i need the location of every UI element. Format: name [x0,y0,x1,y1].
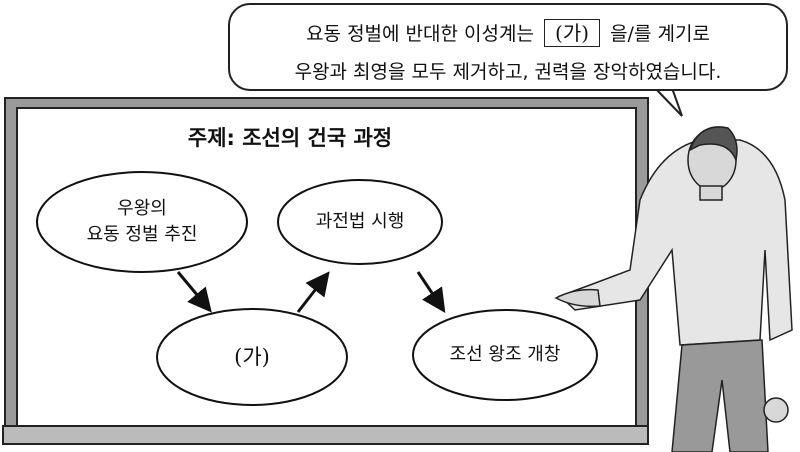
node-ellipse-1 [36,171,248,273]
blank-box-ga: (가) [544,19,601,47]
node-1-line-1: 우왕의 [117,198,167,219]
speech-line-1: 요동 정벌에 반대한 이성계는 (가) 을/를 계기로 [230,19,786,47]
arrow-3 [416,271,446,313]
teacher-illustration [554,126,793,452]
node-3-label: 과전법 시행 [315,211,405,232]
node-ellipse-2 [156,308,348,406]
speech-text: 을/를 계기로 [610,23,710,45]
node-ellipse-3 [277,179,443,265]
node-4-label: 조선 왕조 개창 [449,344,561,365]
speech-text: 요동 정벌에 반대한 이성계는 [306,23,534,45]
speech-bubble-tail [654,87,683,117]
node-1-label: 우왕의 요동 정벌 추진 [87,196,198,248]
node-1-line-2: 요동 정벌 추진 [86,224,198,245]
node-ellipse-4 [412,309,598,401]
board-title: 주제: 조선의 건국 과정 [187,126,393,150]
speech-bubble: 요동 정벌에 반대한 이성계는 (가) 을/를 계기로 우왕과 최영을 모두 제… [228,3,788,91]
blackboard-ledge [2,425,649,445]
arrow-1 [176,271,212,313]
speech-line-2: 우왕과 최영을 모두 제거하고, 권력을 장악하였습니다. [294,61,722,83]
node-2-label: (가) [234,345,270,369]
arrow-2 [296,271,330,313]
